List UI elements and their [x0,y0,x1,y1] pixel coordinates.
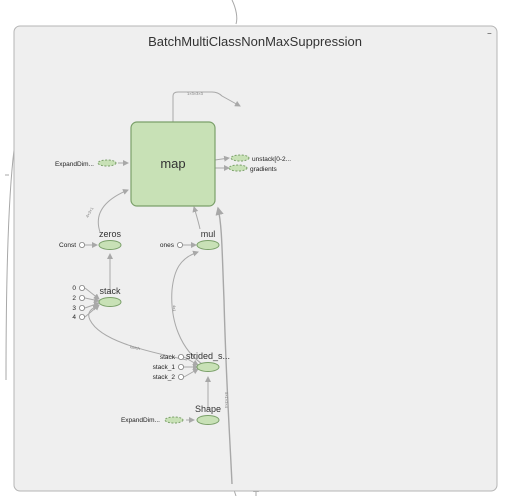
stack-label: stack [99,286,121,296]
gradients-output[interactable]: gradients [228,164,277,173]
mul-node[interactable]: mul [196,229,220,250]
edge-stack-ss [183,356,199,366]
expanddims-bottom-input[interactable]: ExpandDim... [121,416,184,424]
ss-input-stack-circle[interactable] [177,353,184,360]
zeros-oval[interactable] [98,240,122,250]
stack-oval[interactable] [98,297,122,307]
ss-input-stack-2-label: stack_2 [153,374,176,381]
edge-4-stack [84,304,100,318]
ss-input-stack-label: stack [160,354,176,361]
group-title: BatchMultiClassNonMaxSuppression [148,34,362,49]
const-input[interactable]: Const [59,241,86,249]
shape-oval[interactable] [196,415,220,425]
strided-slice-label: strided_s... [186,351,230,361]
zeros-label: zeros [99,229,122,239]
map-box[interactable] [130,121,216,207]
map-node[interactable]: map [130,121,216,207]
edge-label-loop: 1×3×3×3 [187,91,204,96]
ss-input-stack-2[interactable]: stack_2 [153,373,184,381]
stack-input-4[interactable]: 4 [72,313,86,321]
gradients-label: gradients [250,166,277,173]
stack-input-0[interactable]: 0 [72,284,86,292]
stack-input-4-label: 4 [72,314,76,321]
edge-2-stack [84,297,100,303]
const-label: Const [59,242,76,249]
collapse-icon[interactable]: − [487,29,492,38]
edge-map-unstack [214,155,230,162]
expanddims-bottom-oval[interactable] [164,416,184,424]
stack-input-3[interactable]: 3 [72,304,86,312]
stack-input-2-circle[interactable] [79,294,86,301]
expanddims-top-label: ExpandDim... [55,161,94,168]
unstack-label: unstack[0-2... [252,156,291,163]
gradients-oval[interactable] [228,164,248,172]
edge-ss-stack [88,304,188,361]
stack-input-0-label: 0 [72,285,76,292]
stack-input-3-label: 3 [72,305,76,312]
expanddims-top-oval[interactable] [97,159,117,167]
group-box[interactable] [13,25,498,492]
edge-map-loop [172,91,241,122]
shape-label: Shape [195,404,221,414]
stack-input-2-label: 2 [72,295,76,302]
stack-input-2[interactable]: 2 [72,294,86,302]
outer-edge-top [231,0,238,25]
edge-3-stack [84,301,100,309]
stack-input-0-circle[interactable] [79,284,86,291]
strided-slice-oval[interactable] [196,362,220,372]
ss-input-stack-1-label: stack_1 [153,364,176,371]
stack-input-3-circle[interactable] [79,304,86,311]
ss-input-stack[interactable]: stack [160,353,184,361]
ones-label: ones [160,242,175,249]
edge-label-external: 5×1×3×4 [224,392,229,409]
expanddims-bottom-label: ExpandDim... [121,417,160,424]
edge-external-map [215,206,233,485]
edge-label-ss-stack: batch [130,344,141,351]
ones-circle[interactable] [176,241,183,248]
unstack-oval[interactable] [230,154,250,162]
expanddims-top-input[interactable]: ExpandDim... [55,159,117,168]
stack-node[interactable]: stack [98,286,122,307]
ss-input-stack-1-circle[interactable] [177,363,184,370]
edge-label-zeros: 4×3×1 [85,206,95,219]
mul-label: mul [201,229,216,239]
outer-edge-left [5,149,15,381]
ss-input-stack-1[interactable]: stack_1 [153,363,184,371]
mul-oval[interactable] [196,240,220,250]
edge-label-ss-mul: 4x1 [172,305,177,312]
edge-zeros-map [97,189,129,233]
unstack-output[interactable]: unstack[0-2... [230,154,291,163]
edge-stack2-ss [183,368,199,378]
zeros-node[interactable]: zeros [98,229,122,250]
edge-ss-mul [171,250,206,367]
ss-input-stack-2-circle[interactable] [177,373,184,380]
strided-slice-node[interactable]: strided_s... [186,351,230,372]
stack-input-4-circle[interactable] [79,313,86,320]
shape-node[interactable]: Shape [195,404,221,425]
edge-mul-map [192,206,201,230]
const-circle[interactable] [79,241,86,248]
ones-input[interactable]: ones [160,241,183,249]
map-label: map [160,156,185,171]
